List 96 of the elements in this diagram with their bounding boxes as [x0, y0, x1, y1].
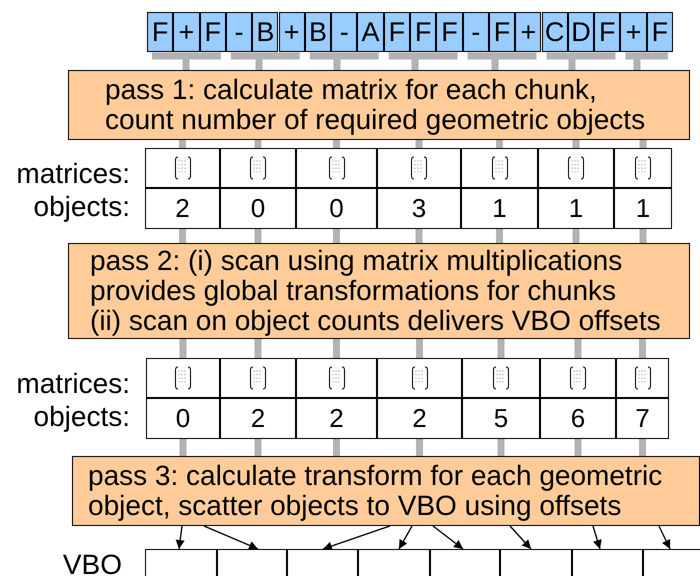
table-cell: 1: [461, 188, 538, 229]
table-cell: [538, 148, 614, 188]
symbol-cell: F: [436, 12, 463, 52]
row-label: objects:: [32, 192, 130, 222]
table-cell: [377, 148, 461, 188]
symbol-cell: A: [357, 12, 384, 52]
process-box: [72, 456, 700, 526]
symbol-cell: C: [542, 12, 568, 52]
connector-line: [496, 229, 503, 243]
arrow: [658, 526, 671, 550]
table-cell: [614, 148, 672, 188]
connector-line: [179, 140, 186, 148]
table-cell: [296, 148, 377, 188]
arrow: [510, 526, 532, 550]
table-cell: 6: [540, 398, 616, 439]
table-cell: 2: [220, 398, 296, 439]
table-cell: 2: [145, 188, 220, 229]
connector-line: [416, 229, 422, 243]
row-label: VBO: [62, 550, 122, 576]
process-box: [68, 243, 690, 339]
table-cell: 1: [614, 188, 672, 229]
symbol-cell: F: [200, 12, 226, 52]
connector-line: [333, 339, 340, 358]
connector-line: [416, 439, 423, 456]
symbol-cell: +: [278, 12, 305, 52]
connector-line: [574, 439, 582, 456]
arrow: [432, 525, 464, 550]
connector-line: [498, 439, 504, 456]
table-cell: [461, 148, 538, 188]
row-label: matrices:: [15, 369, 130, 399]
table-cell: 2: [377, 398, 462, 439]
connector-line: [572, 140, 580, 148]
connector-line: [416, 140, 422, 148]
connector-line: [180, 339, 186, 358]
connector-line: [179, 229, 186, 243]
arrow: [322, 525, 390, 550]
connector-line: [572, 229, 580, 243]
connector-line: [333, 229, 340, 243]
table-cell: [377, 358, 462, 398]
symbol-cell: F: [646, 12, 673, 52]
connector-line: [180, 439, 186, 456]
table-cell: 5: [462, 398, 540, 439]
connector-line: [254, 140, 262, 148]
table-cell: [616, 358, 669, 398]
connector-line: [254, 339, 262, 358]
row-label: objects:: [32, 402, 130, 432]
arrow: [592, 526, 602, 550]
connector-line: [640, 229, 646, 243]
symbol-cell: -: [462, 12, 489, 52]
connector-line: [498, 339, 504, 358]
table-cell: 0: [296, 188, 377, 229]
arrow: [398, 526, 413, 550]
pass-description: pass 1: calculate matrix for each chunk, count number of required geometric objects: [105, 75, 646, 135]
table-cell: 3: [377, 188, 461, 229]
connector-line: [496, 140, 503, 148]
table-cell: 2: [296, 398, 377, 439]
connector-line: [254, 229, 262, 243]
arrow: [204, 525, 258, 550]
table-cell: [540, 358, 616, 398]
table-cell: [145, 148, 220, 188]
symbol-cell: F: [384, 12, 410, 52]
table-cell: 7: [616, 398, 669, 439]
symbol-cell: F: [410, 12, 436, 52]
pass-description: pass 2: (i) scan using matrix multiplications provides global transformations for chunks: [90, 246, 624, 306]
table-cell: [462, 358, 540, 398]
process-box: [68, 70, 690, 140]
connector-line: [416, 339, 423, 358]
table-cell: 1: [538, 188, 614, 229]
symbol-cell: B: [304, 12, 332, 52]
row-label: matrices:: [15, 159, 130, 189]
symbol-cell: +: [173, 12, 200, 52]
symbol-cell: +: [515, 12, 542, 52]
symbol-cell: -: [226, 12, 252, 52]
arrow: [176, 526, 185, 550]
connector-line: [254, 439, 262, 456]
symbol-cell: F: [147, 12, 174, 52]
table-cell: [220, 358, 296, 398]
connector-line: [639, 339, 646, 358]
symbol-cell: F: [594, 12, 620, 52]
symbol-cell: B: [252, 12, 278, 52]
connector-line: [333, 439, 340, 456]
symbol-cell: D: [568, 12, 594, 52]
table-cell: 0: [220, 188, 296, 229]
connector-line: [640, 140, 646, 148]
symbol-cell: +: [620, 12, 647, 52]
table-cell: [220, 148, 296, 188]
connector-line: [333, 140, 340, 148]
pass-description: pass 3: calculate transform for each geometric object, scatter objects to VBO using offsets: [88, 461, 664, 521]
symbol-cell: F: [488, 12, 516, 52]
table-cell: [146, 358, 220, 398]
connector-line: [639, 439, 646, 456]
table-cell: [296, 358, 377, 398]
symbol-cell: -: [331, 12, 358, 52]
connector-line: [574, 339, 582, 358]
pass-description: (ii) scan on object counts delivers VBO offsets: [90, 306, 662, 336]
table-cell: 0: [146, 398, 220, 439]
